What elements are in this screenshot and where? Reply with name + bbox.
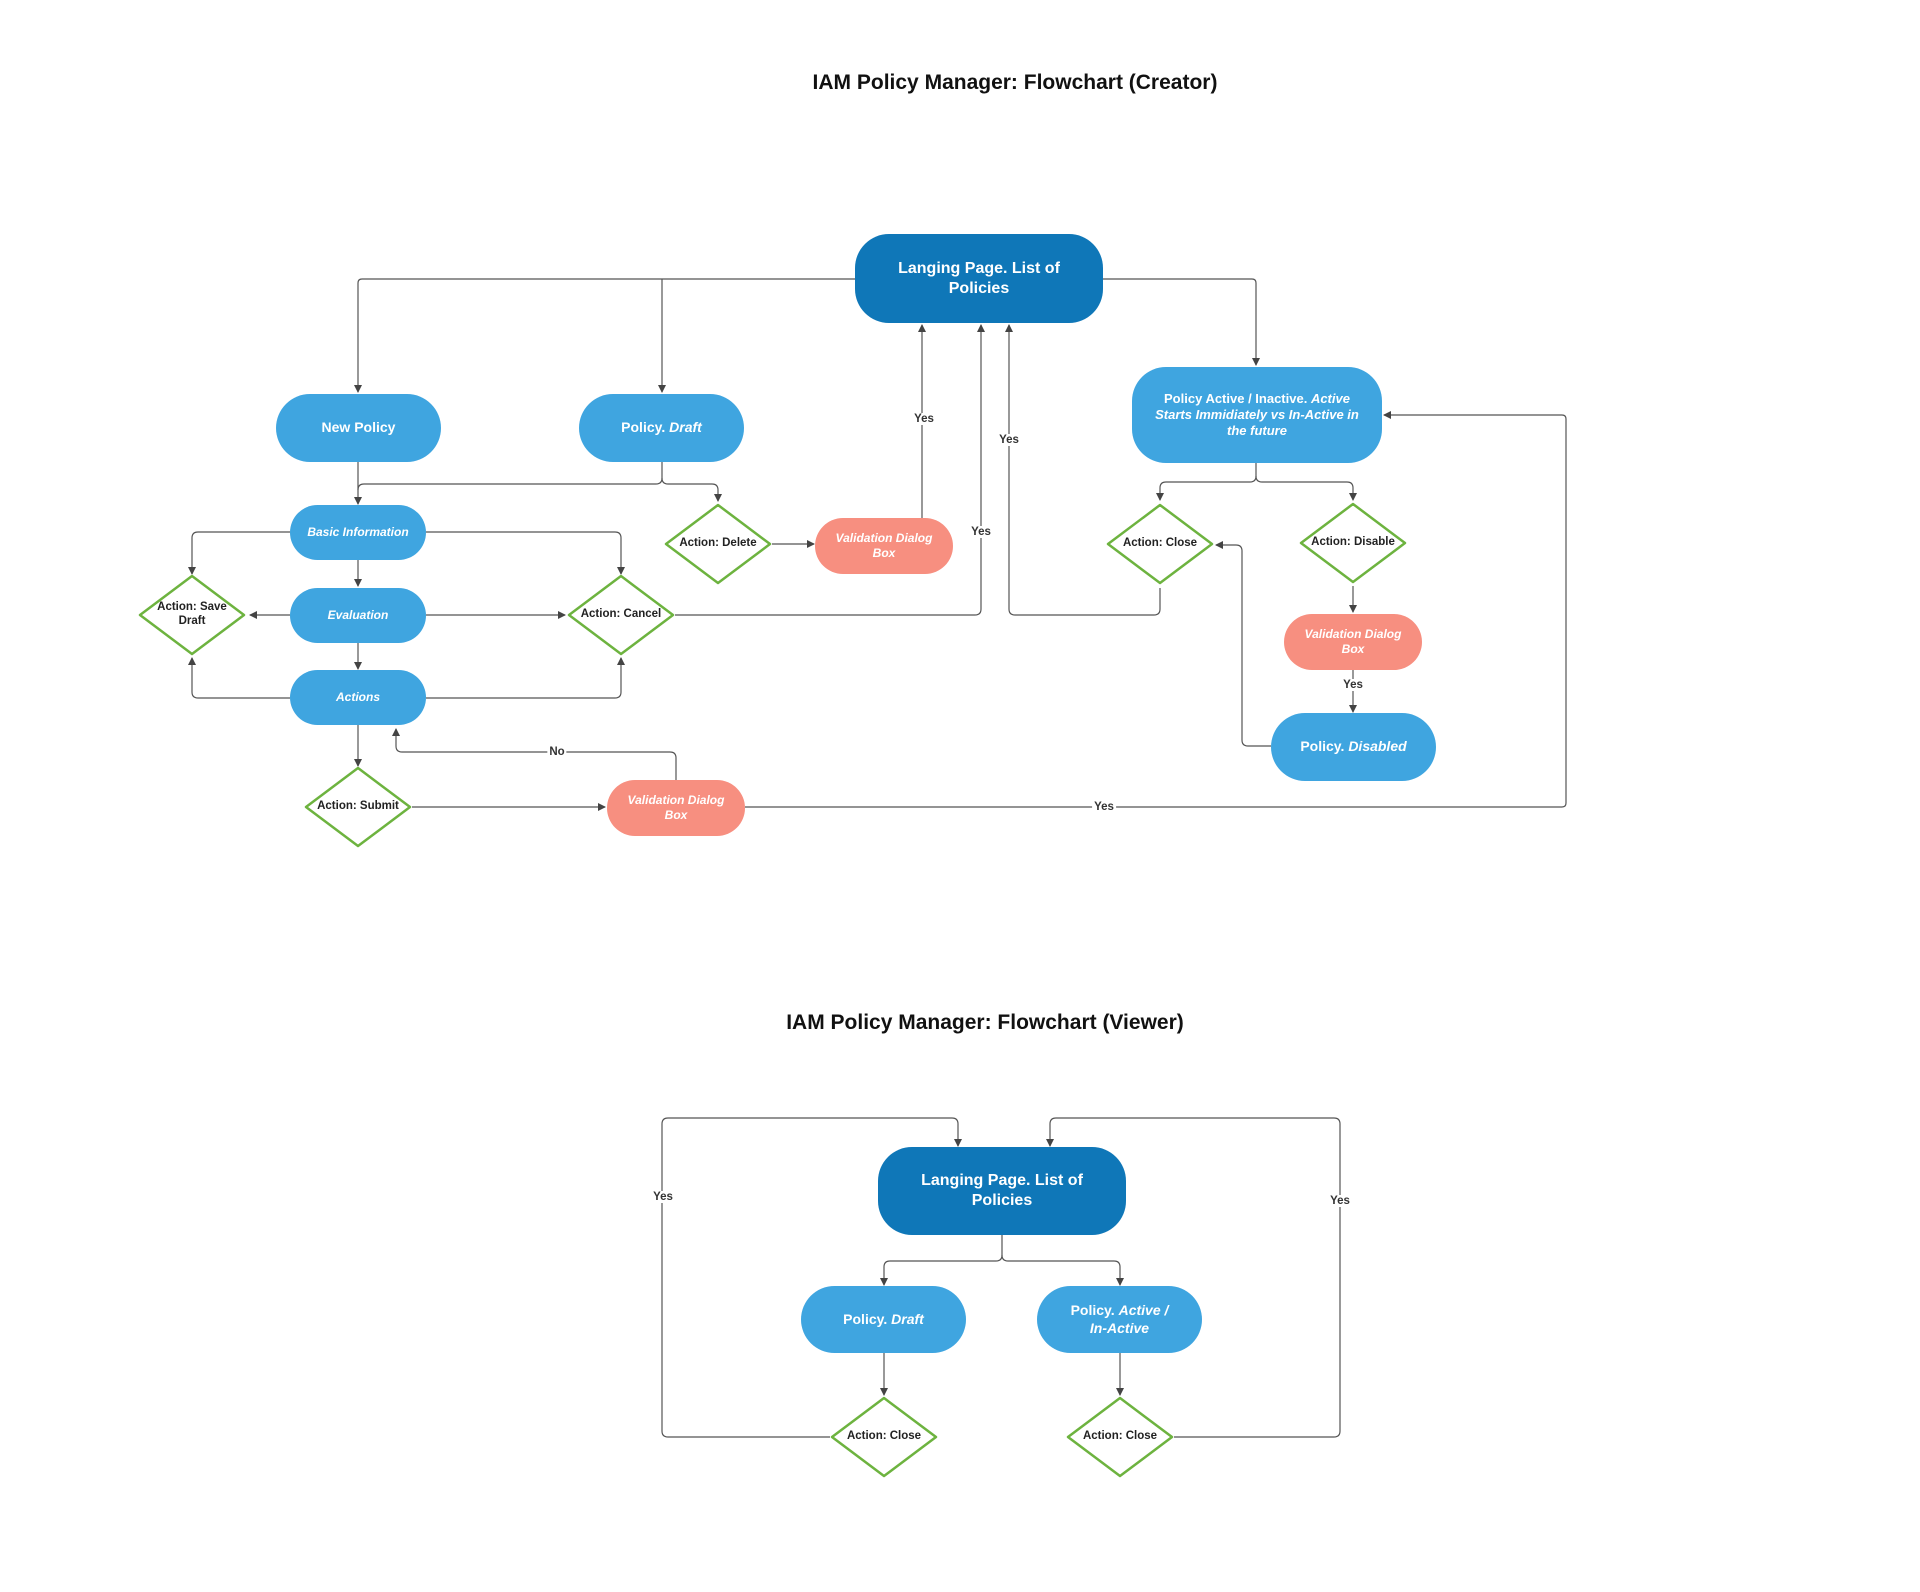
edge-close-to-landing — [1005, 324, 1161, 616]
diamond-shape — [567, 574, 675, 656]
edge-active-to-close — [1156, 463, 1257, 501]
viewer-action-close-active-label: Action: Close — [1082, 1430, 1158, 1443]
policy-disabled-node[interactable]: Policy. Disabled — [1271, 713, 1436, 781]
viewer-title: IAM Policy Manager: Flowchart (Viewer) — [786, 1011, 1184, 1034]
viewer-policy-draft-node[interactable]: Policy. Draft — [801, 1286, 966, 1353]
action-disable-label: Action: Disable — [1311, 536, 1395, 549]
edge-basic-to-cancel — [426, 531, 625, 575]
edge-viewer-active-close-to-landing — [1046, 1117, 1341, 1438]
action-close-decision[interactable]: Action: Close — [1106, 503, 1214, 585]
viewer-edge-label-yes-left: Yes — [651, 1191, 675, 1203]
actions-node[interactable]: Actions — [290, 670, 426, 725]
validation-dialog-delete-node[interactable]: Validation Dialog Box — [815, 518, 953, 574]
diamond-shape — [304, 766, 412, 848]
action-submit-label: Action: Submit — [317, 800, 399, 813]
edge-actions-to-save-draft — [188, 657, 290, 699]
new-policy-node[interactable]: New Policy — [276, 394, 441, 462]
action-cancel-decision[interactable]: Action: Cancel — [567, 574, 675, 656]
edge-viewer-draft-close-to-landing — [661, 1117, 962, 1438]
viewer-action-close-draft-decision[interactable]: Action: Close — [830, 1396, 938, 1478]
diamond-shape — [830, 1396, 938, 1478]
policy-active-inactive-node[interactable]: Policy Active / Inactive. Active Starts … — [1132, 367, 1382, 463]
edge-draft-to-basic-info — [357, 462, 663, 491]
basic-information-node[interactable]: Basic Information — [290, 505, 426, 560]
action-disable-decision[interactable]: Action: Disable — [1299, 502, 1407, 584]
validation-dialog-disable-node[interactable]: Validation Dialog Box — [1284, 614, 1422, 670]
viewer-landing-page-node[interactable]: Langing Page. List of Policies — [878, 1147, 1126, 1235]
actions-label: Actions — [335, 690, 380, 704]
evaluation-label: Evaluation — [327, 608, 389, 622]
edge-viewer-landing-to-active — [1001, 1254, 1124, 1286]
action-close-label: Action: Close — [1122, 537, 1198, 550]
edge-label-yes-close: Yes — [997, 434, 1021, 446]
diamond-shape — [1106, 503, 1214, 585]
landing-page-node[interactable]: Langing Page. List of Policies — [855, 234, 1103, 323]
viewer-policy-active-node[interactable]: Policy. Active / In-Active — [1037, 1286, 1202, 1353]
diamond-shape — [1066, 1396, 1174, 1478]
viewer-policy-active-label: Policy. Active / In-Active — [1070, 1302, 1169, 1336]
validation-dialog-submit-node[interactable]: Validation Dialog Box — [607, 780, 745, 836]
policy-active-inactive-label: Policy Active / Inactive. Active Starts … — [1155, 390, 1359, 439]
action-submit-decision[interactable]: Action: Submit — [304, 766, 412, 848]
validation-dialog-submit-label: Validation Dialog Box — [627, 793, 725, 822]
edge-cancel-to-landing — [675, 324, 985, 616]
policy-draft-label: Policy. Draft — [621, 419, 702, 436]
viewer-action-close-draft-label: Action: Close — [846, 1430, 922, 1443]
edge-actions-to-cancel — [426, 657, 625, 699]
edge-landing-to-policy-active — [1103, 278, 1260, 366]
validation-dialog-disable-label: Validation Dialog Box — [1304, 627, 1402, 656]
edge-basic-to-save-draft — [188, 531, 290, 575]
edge-label-yes-delete: Yes — [912, 413, 936, 425]
action-delete-label: Action: Delete — [679, 537, 757, 550]
edge-label-yes-cancel: Yes — [969, 526, 993, 538]
creator-title: IAM Policy Manager: Flowchart (Creator) — [812, 71, 1218, 94]
edge-draft-to-delete — [661, 477, 722, 502]
viewer-landing-page-label: Langing Page. List of Policies — [921, 1172, 1083, 1209]
new-policy-label: New Policy — [321, 419, 396, 436]
viewer-policy-draft-label: Policy. Draft — [843, 1310, 924, 1327]
edge-label-no-submit: No — [547, 746, 567, 758]
policy-draft-node[interactable]: Policy. Draft — [579, 394, 744, 462]
viewer-edge-label-yes-right: Yes — [1328, 1195, 1352, 1207]
edge-label-yes-disable: Yes — [1341, 679, 1365, 691]
edge-viewer-landing-to-draft — [880, 1235, 1003, 1286]
diamond-shape — [1299, 502, 1407, 584]
edge-label-yes-submit: Yes — [1092, 801, 1116, 813]
evaluation-node[interactable]: Evaluation — [290, 588, 426, 643]
edge-disabled-to-close — [1215, 541, 1271, 747]
edge-validation-to-actions — [392, 728, 677, 780]
edge-validation-to-policy-active — [745, 411, 1567, 808]
action-cancel-label: Action: Cancel — [580, 608, 662, 621]
validation-dialog-delete-label: Validation Dialog Box — [835, 531, 933, 560]
diamond-shape — [138, 574, 246, 656]
diamond-shape — [664, 503, 772, 585]
policy-disabled-label: Policy. Disabled — [1300, 738, 1407, 755]
edge-active-to-disable — [1255, 475, 1357, 501]
edge-landing-to-new-policy — [354, 278, 855, 393]
landing-page-label: Langing Page. List of Policies — [898, 259, 1060, 297]
basic-information-label: Basic Information — [307, 525, 409, 539]
viewer-action-close-active-decision[interactable]: Action: Close — [1066, 1396, 1174, 1478]
action-delete-decision[interactable]: Action: Delete — [664, 503, 772, 585]
